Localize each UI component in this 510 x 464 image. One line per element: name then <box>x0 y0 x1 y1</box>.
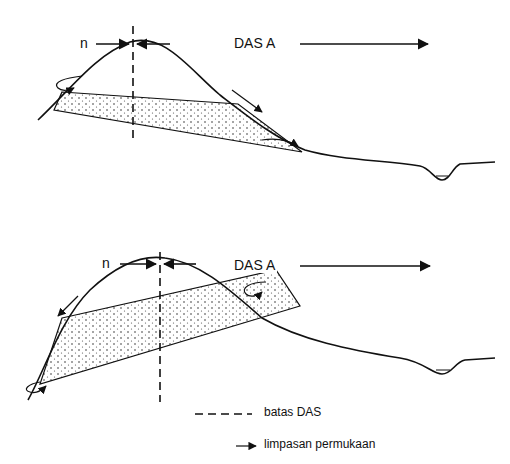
direction-arrow <box>300 265 430 267</box>
watershed-label: DAS A <box>232 36 277 51</box>
hill-profile <box>28 257 495 400</box>
watershed-label: DAS A <box>232 258 277 273</box>
boundary-width-label: n <box>78 36 90 51</box>
watershed-boundary <box>159 252 161 402</box>
stream-water <box>436 176 448 177</box>
direction-arrow <box>300 43 428 45</box>
boundary-arrow <box>164 263 196 265</box>
boundary-arrow <box>120 263 156 265</box>
aquifer-band <box>54 92 302 152</box>
runoff-arrow <box>262 139 298 146</box>
watershed-boundary <box>132 26 134 142</box>
boundary-width-label: n <box>100 256 112 271</box>
boundary-arrow <box>137 43 170 45</box>
runoff-arrow <box>244 282 266 296</box>
stream-water <box>436 370 450 371</box>
boundary-arrow <box>96 43 129 45</box>
legend-text: limpasan permukaan <box>262 438 377 451</box>
hill-profile <box>38 40 495 180</box>
runoff-arrow <box>58 296 78 316</box>
runoff-arrow <box>26 382 46 393</box>
runoff-arrow <box>232 90 262 112</box>
runoff-arrow <box>57 76 82 90</box>
aquifer-band <box>40 270 300 384</box>
legend-arrow-sample <box>236 445 256 446</box>
legend-text: batas DAS <box>262 406 323 419</box>
legend-dash-sample <box>195 413 252 415</box>
